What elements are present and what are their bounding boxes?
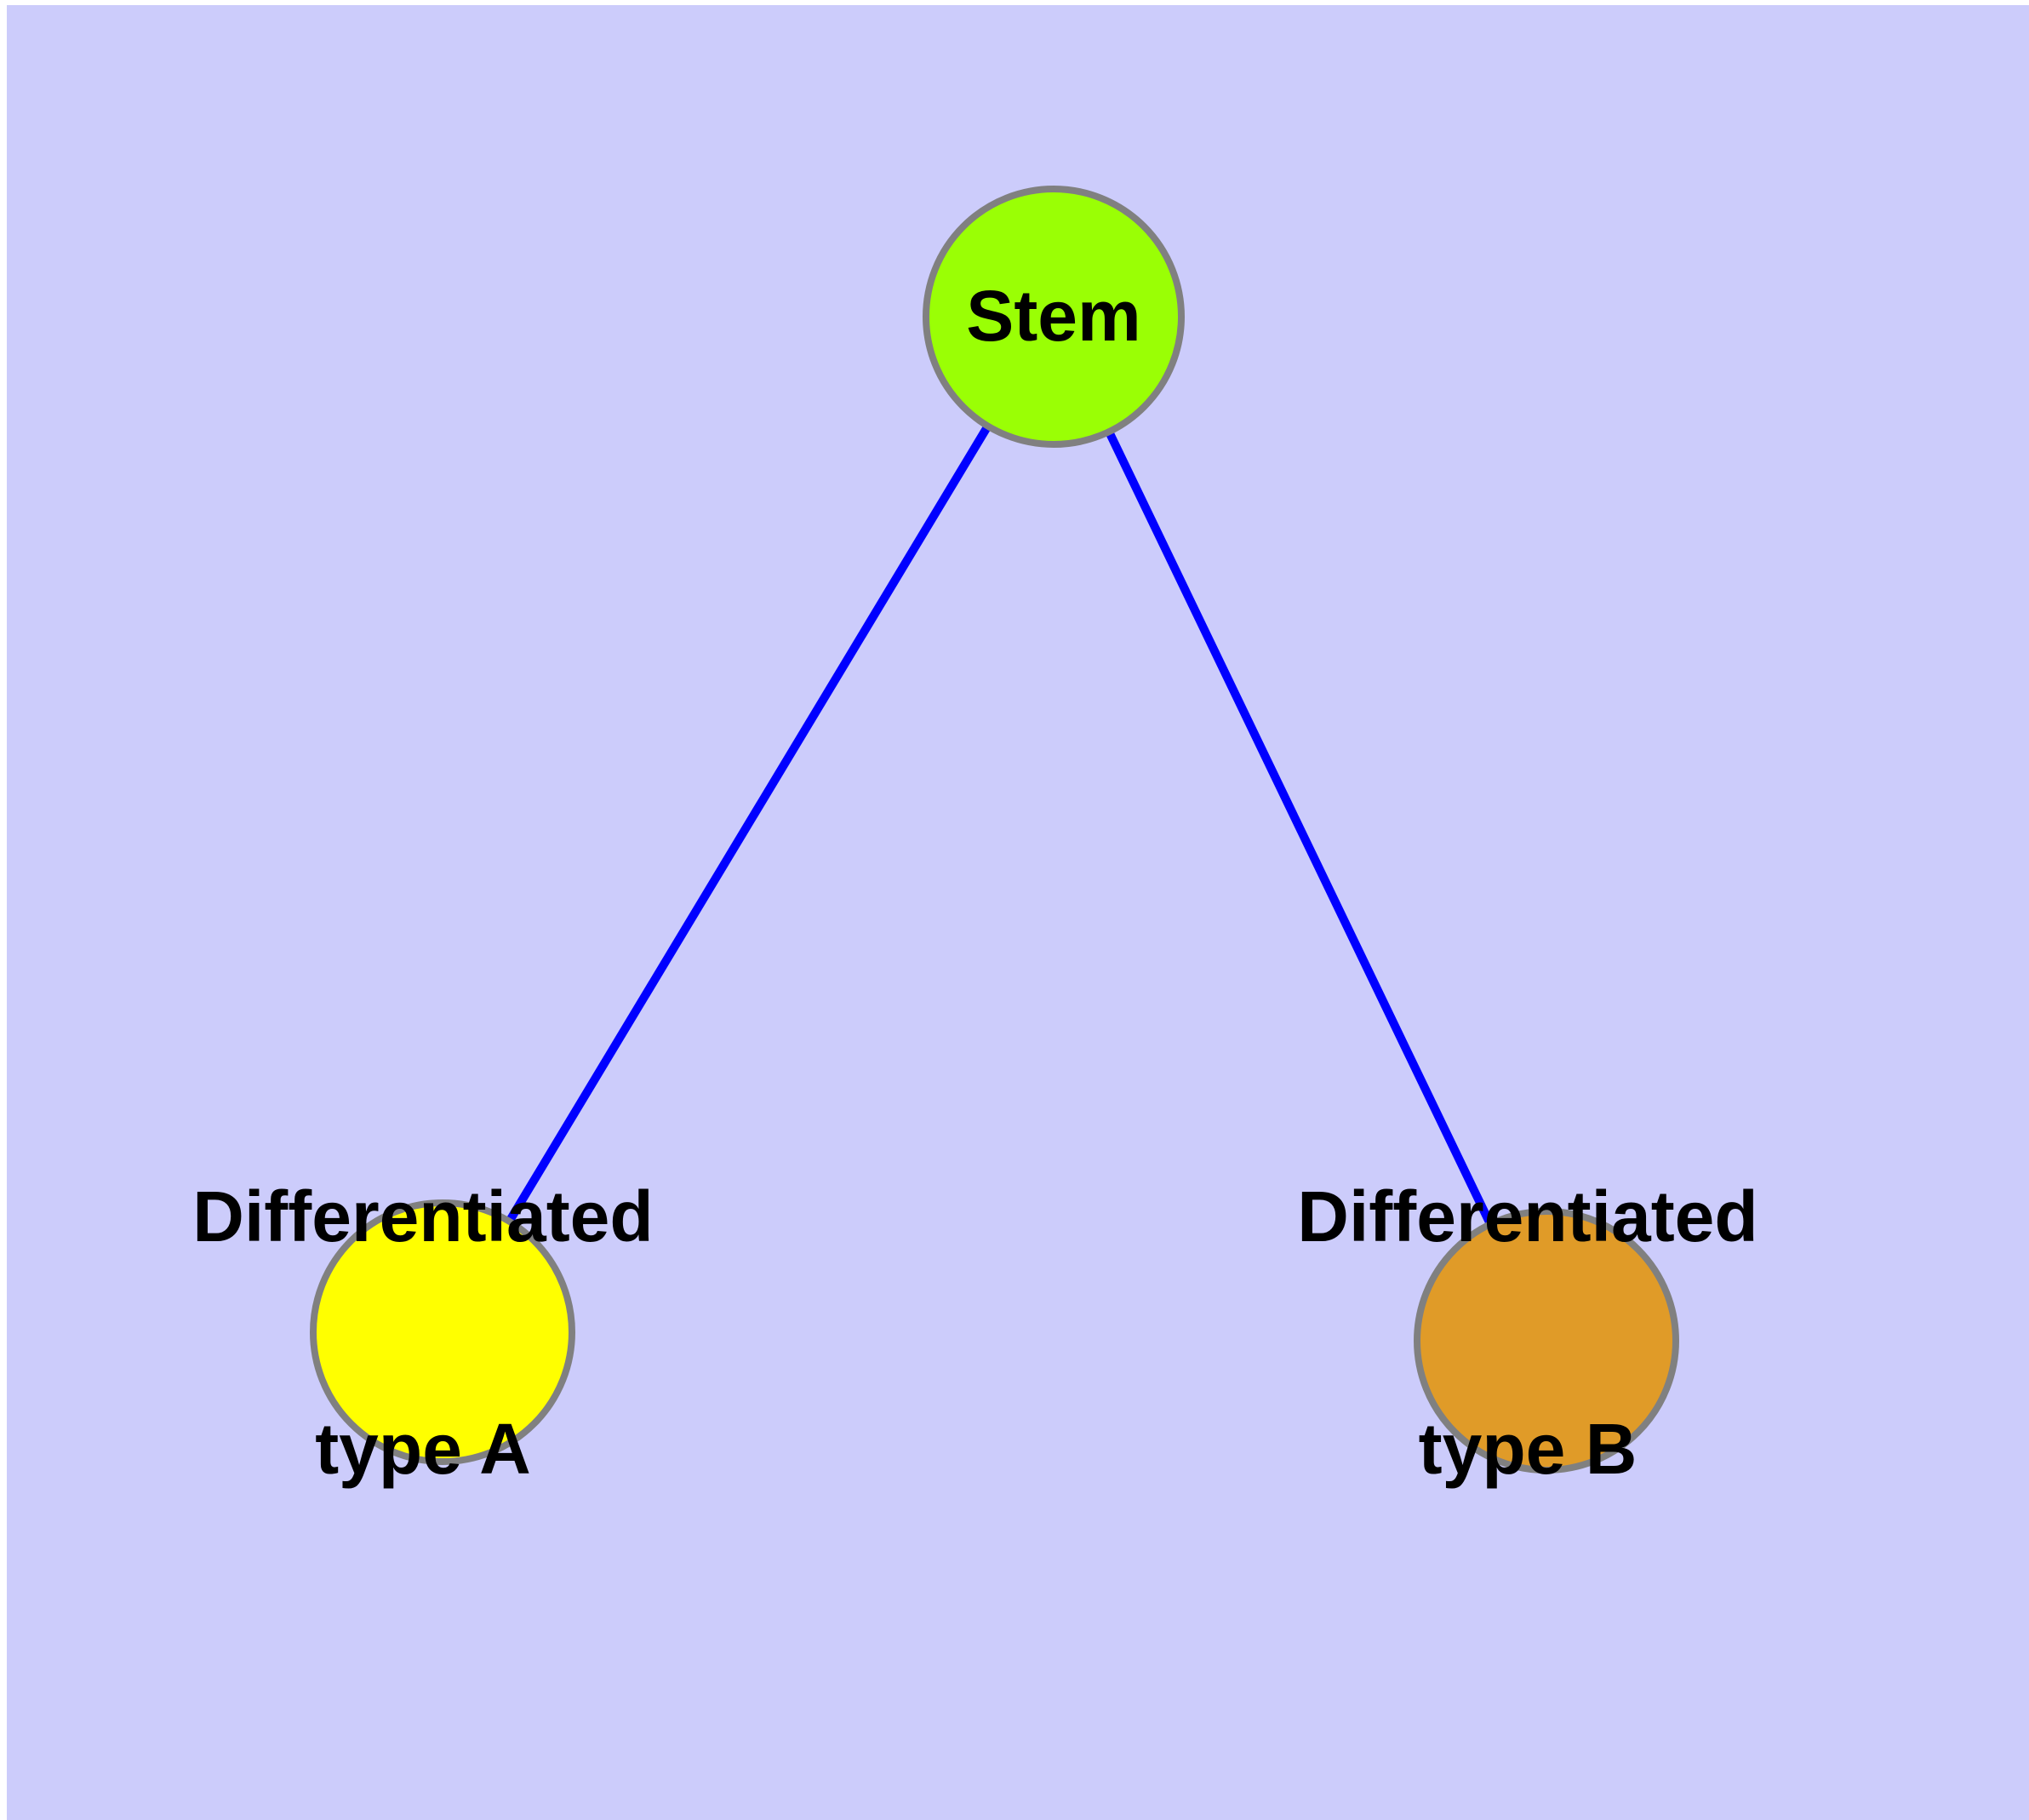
edge-stem-to-differentiated-type-a bbox=[438, 314, 1058, 1335]
edge-layer bbox=[438, 314, 1551, 1343]
node-differentiated-type-a[interactable] bbox=[310, 1199, 575, 1465]
edge-stem-to-differentiated-type-b bbox=[1049, 314, 1551, 1343]
node-stem[interactable] bbox=[923, 186, 1185, 448]
node-layer bbox=[310, 186, 1679, 1474]
node-differentiated-type-b[interactable] bbox=[1414, 1208, 1679, 1474]
